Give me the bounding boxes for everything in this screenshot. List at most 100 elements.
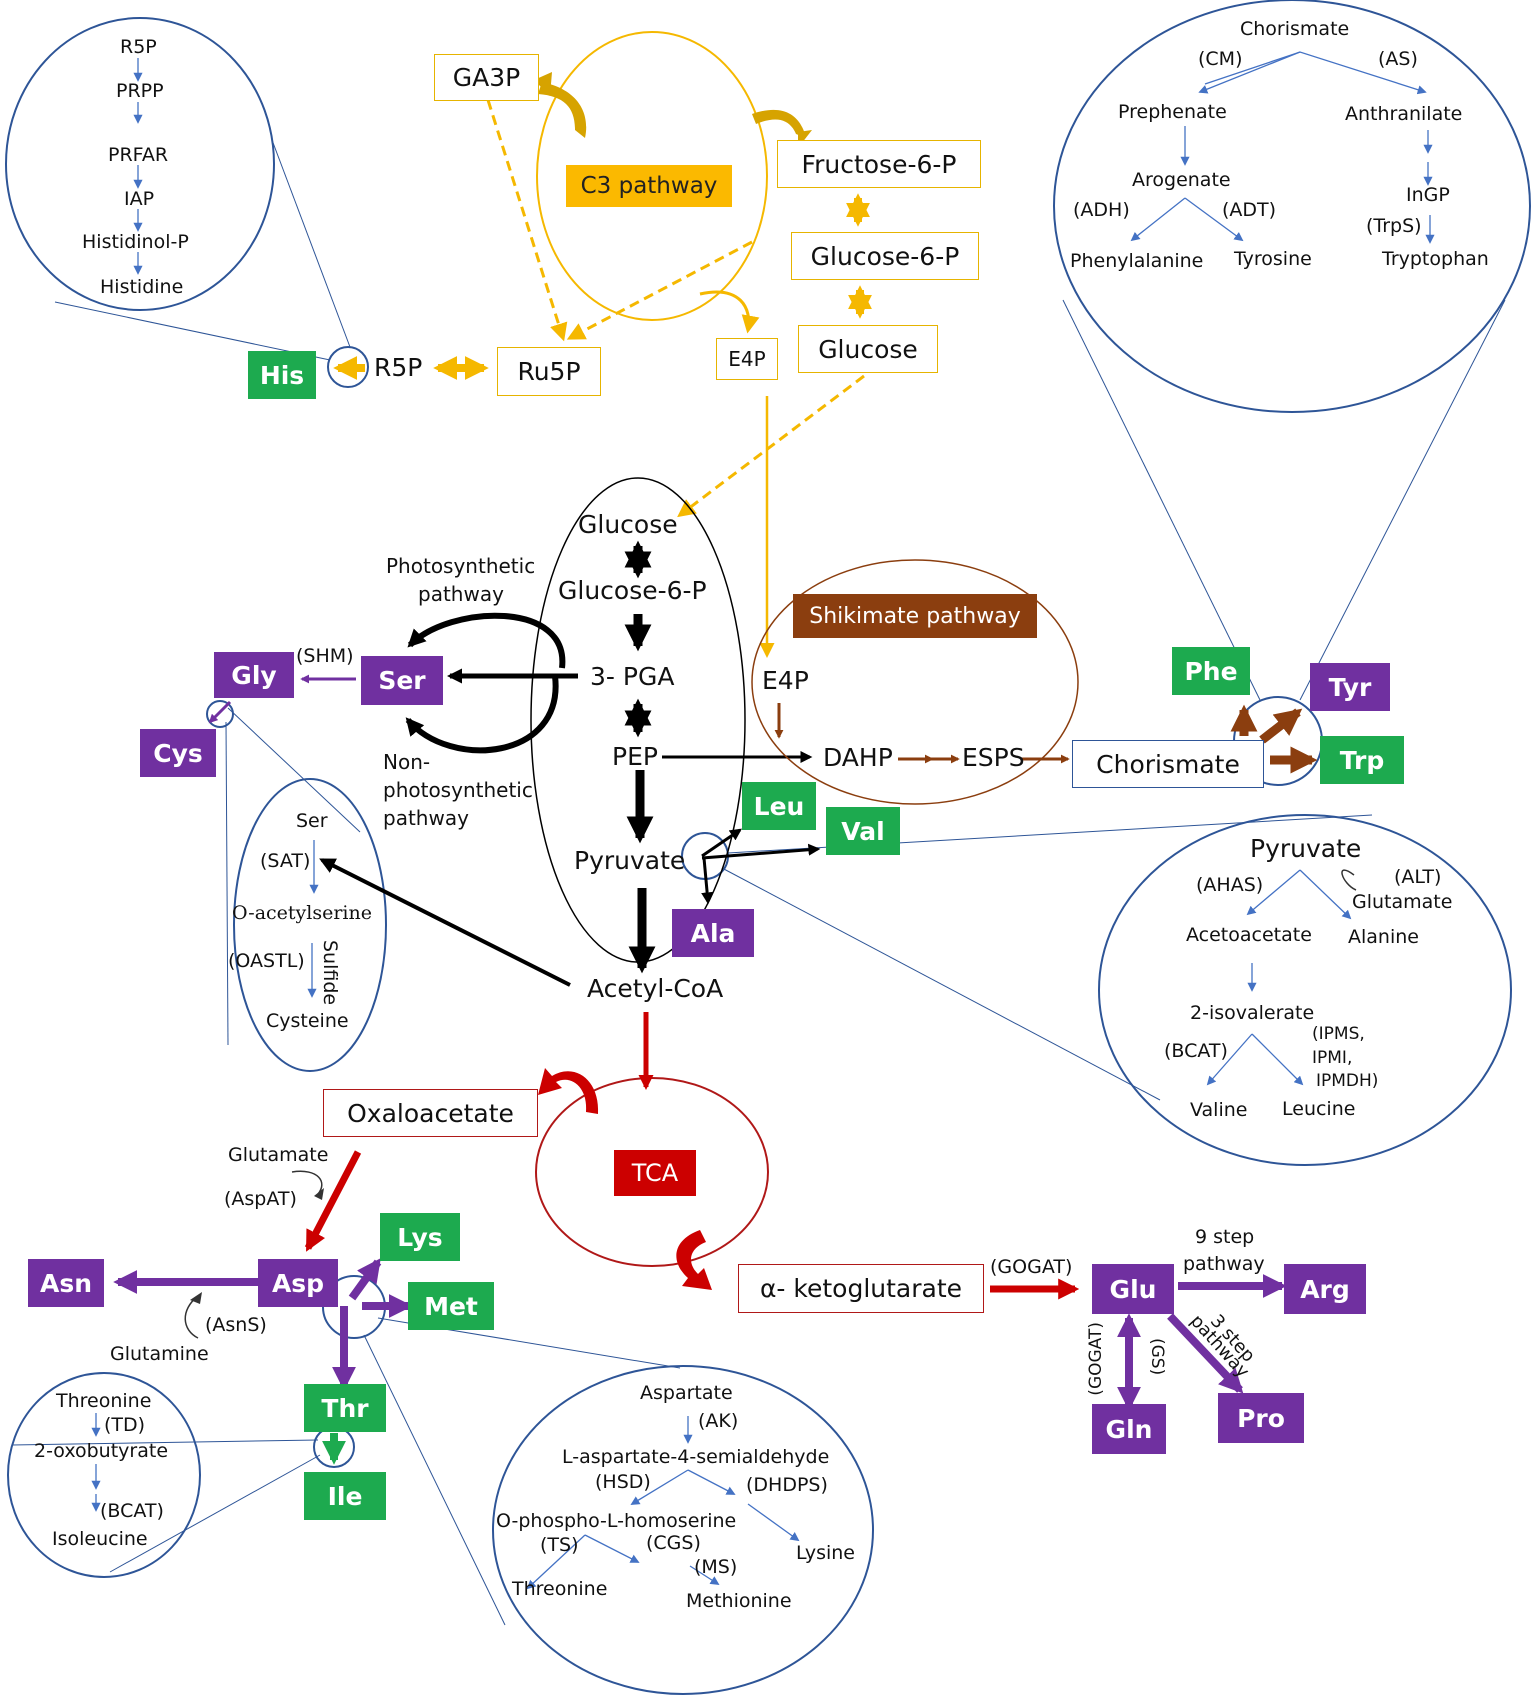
aa-ser: Ser: [361, 656, 443, 705]
shikimate-pathway-label: Shikimate pathway: [793, 594, 1037, 638]
nine-step-label-1: 9 step: [1195, 1226, 1255, 1248]
bcaa-inset-leucine: Leucine: [1282, 1098, 1356, 1120]
aro-inset-adt: (ADT): [1222, 199, 1277, 221]
aspat-curve: [291, 1170, 323, 1195]
cycle-to-ru5p-dash: [566, 240, 753, 340]
asp-inset-cgs: (CGS): [646, 1532, 701, 1554]
aa-met: Met: [408, 1282, 494, 1330]
glutamate-label: Glutamate: [228, 1144, 329, 1166]
pyruvate-to-leu-arrow: [701, 828, 742, 858]
chorismate-to-tyr-arrow: [1259, 708, 1303, 744]
bcaa-inset-acetoacetate: Acetoacetate: [1186, 924, 1312, 946]
asp-inset-threonine: Threonine: [512, 1578, 608, 1600]
his-inset-r5p: R5P: [120, 36, 157, 58]
aro-inset-tryptophan: Tryptophan: [1382, 248, 1489, 270]
asp-inset-ms: (MS): [694, 1556, 738, 1578]
ile-inset-2-oxobutyrate: 2-oxobutyrate: [34, 1440, 169, 1462]
ile-inset-bcat: (BCAT): [100, 1500, 164, 1522]
c3-curved-arrow-f6p: [752, 109, 806, 138]
ga3p-box: GA3P: [434, 54, 539, 101]
glu-to-pro-arrow: [1167, 1313, 1244, 1394]
aro-inset-ingp: InGP: [1406, 184, 1450, 206]
glutamine-label: Glutamine: [110, 1343, 209, 1365]
glycolysis-acetylcoa: Acetyl-CoA: [587, 974, 724, 1003]
aa-glu: Glu: [1092, 1264, 1174, 1314]
aa-pro: Pro: [1218, 1393, 1304, 1443]
aro-inset-prephenate: Prephenate: [1118, 101, 1227, 123]
gly-to-cys-arrow: [208, 700, 232, 724]
aa-gln: Gln: [1092, 1404, 1166, 1454]
oxaloacetate-box: Oxaloacetate: [323, 1089, 538, 1137]
his-inset-iap: IAP: [124, 188, 155, 210]
aa-arg: Arg: [1284, 1264, 1366, 1314]
asp-inset-semialdehyde: L-aspartate-4-semialdehyde: [562, 1446, 830, 1468]
aspat-label: (AspAT): [224, 1188, 297, 1210]
asp-inset-aspartate: Aspartate: [640, 1382, 733, 1404]
e4p-box: E4P: [716, 338, 778, 380]
photosynthetic-label-1: Photosynthetic: [386, 554, 536, 578]
tca-to-akg-curve: [676, 1230, 712, 1290]
oxaloacetate-to-asp-arrow: [304, 1150, 362, 1252]
gogat-label: (GOGAT): [990, 1256, 1073, 1278]
nonphotosynthetic-pathway-arrow: [405, 675, 559, 754]
ile-inset-circle: [7, 1372, 201, 1578]
alt-curve: [1341, 869, 1357, 891]
his-inset-prfar: PRFAR: [108, 144, 169, 166]
acetylcoa-to-ser-arrow: [319, 858, 571, 987]
ile-inset-threonine: Threonine: [56, 1390, 152, 1412]
c3-pathway-label: C3 pathway: [566, 165, 732, 207]
aro-inset-tyrosine: Tyrosine: [1234, 248, 1312, 270]
tca-label: TCA: [614, 1150, 696, 1196]
aa-gly: Gly: [214, 652, 294, 698]
aa-asn: Asn: [28, 1259, 104, 1307]
chorismate-box: Chorismate: [1072, 740, 1264, 788]
cys-inset-ser: Ser: [296, 810, 328, 832]
bcaa-inset-valine: Valine: [1190, 1099, 1248, 1121]
aro-inset-as: (AS): [1378, 48, 1418, 70]
pyruvate-to-ala-arrow: [701, 857, 714, 905]
cys-inset-sat: (SAT): [260, 850, 311, 872]
bcaa-inset-ahas: (AHAS): [1196, 874, 1264, 896]
aa-cys: Cys: [140, 729, 216, 777]
bcaa-inset-alanine: Alanine: [1348, 926, 1419, 948]
his-inset-prpp: PRPP: [116, 80, 164, 102]
bcaa-inset-glutamate: Glutamate: [1352, 891, 1453, 913]
cys-inset-sulfide: Sulfide: [319, 940, 341, 1006]
aa-trp: Trp: [1320, 736, 1404, 784]
ile-inset-isoleucine: Isoleucine: [52, 1528, 148, 1550]
glycolysis-pyruvate: Pyruvate: [574, 846, 686, 875]
c3-cycle: [536, 31, 768, 321]
fructose6p-box: Fructose-6-P: [777, 140, 981, 188]
c3-e4p-arrow: [699, 290, 760, 334]
gogat-vertical-label: (GOGAT): [1086, 1322, 1106, 1396]
glucose6p-box: Glucose-6-P: [791, 232, 979, 280]
aromatic-inset-circle: [1053, 0, 1531, 413]
glycolysis-pep: PEP: [612, 742, 658, 771]
glycolysis-glucose: Glucose: [578, 510, 678, 539]
aro-inset-cm: (CM): [1198, 48, 1243, 70]
cys-inset-oas: O-acetylserine: [232, 902, 372, 924]
pyruvate-to-val-arrow: [701, 843, 821, 860]
ga3p-to-ru5p-dash: [486, 99, 568, 342]
cys-inset-cysteine: Cysteine: [266, 1010, 349, 1032]
nonphotosynthetic-label-2: photosynthetic: [383, 778, 533, 802]
photosynthetic-label-2: pathway: [418, 582, 504, 606]
glucose-to-glycolysis-dash: [677, 374, 865, 518]
cys-inset-oastl: (OASTL): [228, 950, 305, 972]
bcaa-inset-isovalerate: 2-isovalerate: [1190, 1002, 1315, 1024]
aro-inset-adh: (ADH): [1073, 199, 1130, 221]
aro-inset-trps: (TrpS): [1366, 215, 1422, 237]
nonphotosynthetic-label-1: Non-: [383, 750, 431, 774]
his-inset-circle: [5, 17, 275, 311]
akg-box: α- ketoglutarate: [738, 1264, 984, 1313]
shikimate-dahp: DAHP: [823, 743, 893, 772]
aro-inset-phenylalanine: Phenylalanine: [1070, 250, 1204, 272]
bcaa-inset-alt: (ALT): [1394, 866, 1442, 888]
aa-his: His: [248, 351, 316, 399]
asp-inset-ts: (TS): [540, 1534, 579, 1556]
glucose-box: Glucose: [798, 325, 938, 373]
asp-to-lys-arrow: [348, 1258, 382, 1301]
nonphotosynthetic-label-3: pathway: [383, 806, 469, 830]
nine-step-label-2: pathway: [1183, 1253, 1265, 1275]
